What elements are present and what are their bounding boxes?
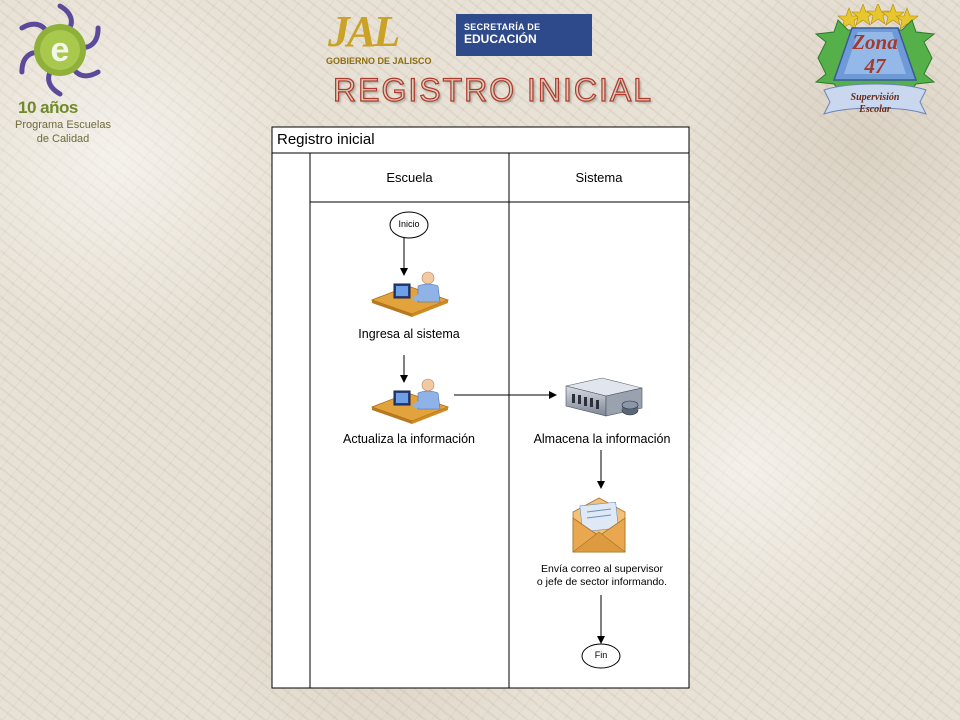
jal-mark: JAL xyxy=(328,7,400,56)
escolar-label: Escolar xyxy=(859,104,891,115)
secretaria-box: SECRETARÍA DE EDUCACIÓN xyxy=(456,14,592,56)
start-label: Inicio xyxy=(398,219,420,229)
lane-escuela: Escuela xyxy=(386,170,433,185)
lane-sistema: Sistema xyxy=(575,170,623,185)
person-at-computer-icon xyxy=(370,271,450,317)
jalisco-education-logo: JAL GOBIERNO DE JALISCO SECRETARÍA DE ED… xyxy=(326,7,592,72)
logo-program-line1: Programa Escuelas xyxy=(15,119,111,131)
slide-title: REGISTRO INICIAL xyxy=(332,71,654,108)
envelope-icon xyxy=(572,497,626,553)
step-envia-line1: Envía correo al supervisor xyxy=(541,563,663,575)
zona-badge: Zona 47 Supervisión Escolar xyxy=(808,4,942,120)
supervision-label: Supervisión xyxy=(850,92,900,103)
start-node xyxy=(389,211,429,239)
person-at-computer-icon xyxy=(370,378,450,424)
escuelas-calidad-logo: e 10 años Programa Escuelas de Calidad xyxy=(4,2,134,152)
step-envia-line2: o jefe de sector informando. xyxy=(536,576,668,588)
end-label: Fin xyxy=(594,650,608,660)
zona-label: Zona xyxy=(852,30,898,54)
zona-number: 47 xyxy=(864,54,886,78)
educacion-label: EDUCACIÓN xyxy=(464,32,537,46)
zona-crest-icon xyxy=(814,4,936,115)
step-envia: Envía correo al supervisor o jefe de sec… xyxy=(514,563,690,589)
step-ingresa: Ingresa al sistema xyxy=(358,327,460,341)
svg-text:e: e xyxy=(51,31,70,69)
logo-program-line2: de Calidad xyxy=(36,133,90,145)
gobierno-label: GOBIERNO DE JALISCO xyxy=(326,56,432,66)
logo-program: Programa Escuelas de Calidad xyxy=(10,118,116,146)
logo-years: 10 años xyxy=(18,98,78,117)
escuelas-calidad-emblem-icon: e xyxy=(19,3,101,97)
secretaria-label: SECRETARÍA DE xyxy=(464,22,541,32)
step-almacena: Almacena la información xyxy=(533,432,671,446)
diagram-title: Registro inicial xyxy=(277,131,375,148)
server-icon xyxy=(565,377,643,417)
step-actualiza: Actualiza la información xyxy=(342,432,475,446)
end-node xyxy=(581,643,621,669)
